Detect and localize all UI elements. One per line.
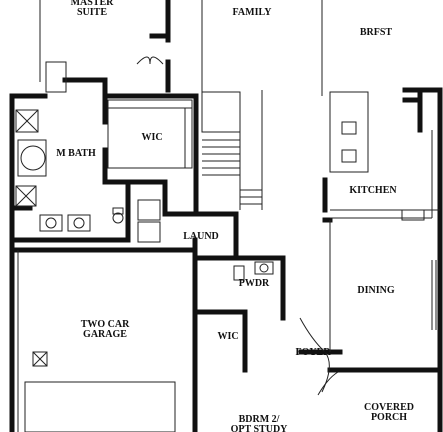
garage-line-1: TWO CAR — [81, 319, 130, 330]
master-suite-line-1: MASTER — [71, 0, 115, 8]
label-kitchen: KITCHEN — [349, 185, 397, 196]
foyer-line-1: FOYER — [296, 347, 332, 358]
walls — [9, 0, 443, 432]
family-line-1: FAMILY — [233, 7, 273, 18]
label-brfst: BRFST — [360, 27, 393, 38]
bdrm2-line-2: OPT STUDY — [231, 424, 289, 432]
label-wic-master: WIC — [141, 132, 162, 143]
wic-master-line-1: WIC — [141, 132, 162, 143]
wic-bdrm-line-1: WIC — [217, 331, 238, 342]
pwdr-line-1: PWDR — [239, 278, 270, 289]
label-dining: DINING — [357, 285, 394, 296]
covered-porch-line-1: COVERED — [364, 402, 414, 413]
kitchen-line-1: KITCHEN — [349, 185, 397, 196]
label-bdrm2: BDRM 2/OPT STUDY — [231, 414, 289, 432]
fixtures — [15, 0, 440, 432]
label-pwdr: PWDR — [239, 278, 270, 289]
label-family: FAMILY — [233, 7, 273, 18]
master-suite-line-2: SUITE — [77, 7, 107, 18]
label-foyer: FOYER — [296, 347, 332, 358]
dining-line-1: DINING — [357, 285, 394, 296]
garage-line-2: GARAGE — [83, 329, 127, 340]
m-bath-line-1: M BATH — [56, 148, 96, 159]
covered-porch-line-2: PORCH — [371, 412, 407, 423]
bdrm2-line-1: BDRM 2/ — [239, 414, 280, 425]
label-m-bath: M BATH — [56, 148, 96, 159]
label-laund: LAUND — [183, 231, 219, 242]
label-wic-bdrm: WIC — [217, 331, 238, 342]
laund-line-1: LAUND — [183, 231, 219, 242]
brfst-line-1: BRFST — [360, 27, 393, 38]
